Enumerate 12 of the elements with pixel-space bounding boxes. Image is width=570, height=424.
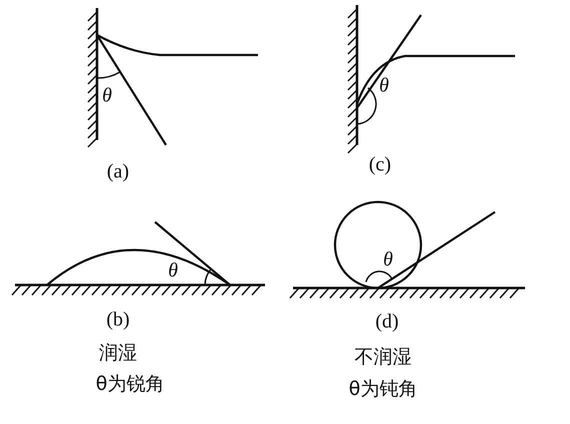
figure-label: (a) (106, 160, 130, 184)
caption-text: 不润湿 (354, 345, 412, 370)
angle-label: θ (379, 74, 389, 98)
figure-label: (c) (368, 154, 392, 176)
angle-label: θ (383, 248, 393, 272)
caption-text: 润湿 (99, 341, 137, 366)
figure-label: (b) (106, 308, 130, 332)
figure-label: (d) (375, 310, 399, 334)
caption-text: θ为锐角 (96, 372, 164, 397)
caption-text: θ为钝角 (348, 377, 418, 402)
angle-label: θ (168, 260, 178, 282)
angle-label: θ (102, 84, 112, 108)
